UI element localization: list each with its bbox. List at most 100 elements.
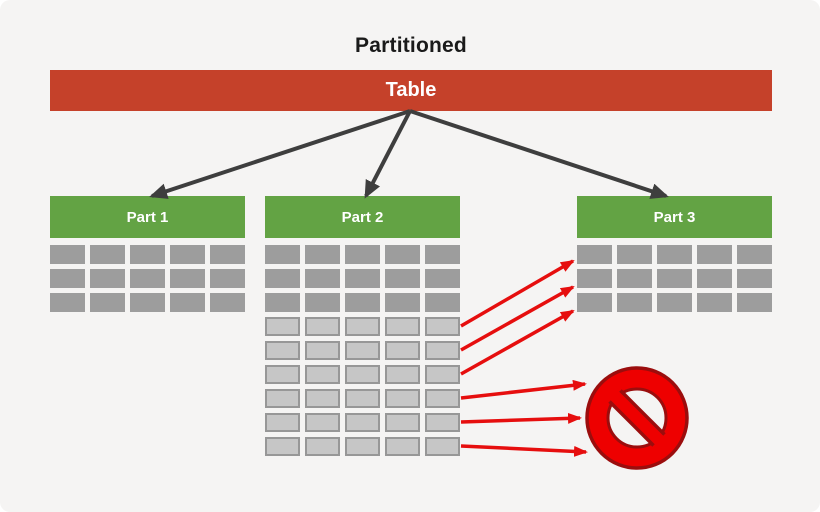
part-3-label: Part 3 xyxy=(653,208,696,226)
row-cell xyxy=(385,245,420,264)
row-cell xyxy=(170,293,205,312)
overflow-cell xyxy=(265,437,300,456)
part-2-label: Part 2 xyxy=(341,208,384,226)
part-3-header: Part 3 xyxy=(577,196,772,238)
no-entry-ring xyxy=(585,366,689,470)
row-cell xyxy=(697,269,732,288)
overflow-cell xyxy=(265,341,300,360)
overflow-row xyxy=(265,317,460,336)
diagram-title: Partitioned xyxy=(355,34,467,57)
overflow-cell xyxy=(345,389,380,408)
arrow xyxy=(149,109,411,199)
row-cell xyxy=(617,269,652,288)
overflow-row xyxy=(265,389,460,408)
row-cell xyxy=(305,293,340,312)
arrow xyxy=(460,444,588,457)
partition-part-1: Part 1 xyxy=(50,196,245,317)
table-row xyxy=(265,269,460,288)
overflow-cell xyxy=(305,389,340,408)
overflow-cell xyxy=(265,317,300,336)
row-cell xyxy=(425,269,460,288)
overflow-row xyxy=(265,437,460,456)
arrow xyxy=(460,379,587,400)
overflow-cell xyxy=(425,413,460,432)
overflow-cell xyxy=(345,365,380,384)
table-row xyxy=(50,293,245,312)
partition-part-3: Part 3 xyxy=(577,196,772,317)
row-cell xyxy=(617,245,652,264)
table-row xyxy=(577,293,772,312)
overflow-row xyxy=(265,365,460,384)
overflow-cell xyxy=(425,437,460,456)
overflow-cell xyxy=(385,413,420,432)
part-3-grid xyxy=(577,245,772,312)
row-cell xyxy=(265,293,300,312)
row-cell xyxy=(577,269,612,288)
row-cell xyxy=(697,293,732,312)
row-cell xyxy=(425,245,460,264)
row-cell xyxy=(737,269,772,288)
overflow-cell xyxy=(385,341,420,360)
row-cell xyxy=(90,245,125,264)
part-1-label: Part 1 xyxy=(126,208,169,226)
row-cell xyxy=(657,293,692,312)
row-cell xyxy=(170,245,205,264)
row-cell xyxy=(737,293,772,312)
row-cell xyxy=(657,269,692,288)
table-row xyxy=(50,245,245,264)
table-row xyxy=(50,269,245,288)
row-cell xyxy=(305,269,340,288)
row-cell xyxy=(90,269,125,288)
arrow xyxy=(460,259,575,328)
row-cell xyxy=(345,293,380,312)
overflow-cell xyxy=(265,413,300,432)
arrow xyxy=(364,110,412,199)
fanout-arrows xyxy=(149,109,669,199)
overflow-row xyxy=(265,413,460,432)
row-cell xyxy=(305,245,340,264)
row-cell xyxy=(210,293,245,312)
part-1-header: Part 1 xyxy=(50,196,245,238)
overflow-cell xyxy=(345,317,380,336)
row-cell xyxy=(210,269,245,288)
overflow-cell xyxy=(345,413,380,432)
no-entry-inner xyxy=(606,387,668,449)
row-cell xyxy=(577,245,612,264)
overflow-cell xyxy=(425,317,460,336)
row-cell xyxy=(385,293,420,312)
overflow-cell xyxy=(265,389,300,408)
row-cell xyxy=(90,293,125,312)
row-cell xyxy=(265,245,300,264)
redirect-arrows xyxy=(460,259,588,457)
overflow-cell xyxy=(385,389,420,408)
row-cell xyxy=(50,293,85,312)
table-row xyxy=(265,245,460,264)
table-row xyxy=(577,245,772,264)
row-cell xyxy=(265,269,300,288)
overflow-cell xyxy=(385,437,420,456)
row-cell xyxy=(697,245,732,264)
row-cell xyxy=(577,293,612,312)
row-cell xyxy=(617,293,652,312)
overflow-cell xyxy=(305,413,340,432)
row-cell xyxy=(50,269,85,288)
row-cell xyxy=(425,293,460,312)
overflow-cell xyxy=(305,365,340,384)
overflow-cell xyxy=(385,317,420,336)
overflow-cell xyxy=(305,317,340,336)
row-cell xyxy=(737,245,772,264)
row-cell xyxy=(210,245,245,264)
row-cell xyxy=(345,269,380,288)
table-bar-label: Table xyxy=(385,79,437,101)
part-2-header: Part 2 xyxy=(265,196,460,238)
row-cell xyxy=(130,269,165,288)
overflow-cell xyxy=(385,365,420,384)
part-1-grid xyxy=(50,245,245,312)
overflow-cell xyxy=(425,365,460,384)
overflow-cell xyxy=(345,437,380,456)
row-cell xyxy=(345,245,380,264)
arrow xyxy=(409,109,669,199)
part-2-grid xyxy=(265,245,460,456)
overflow-cell xyxy=(305,341,340,360)
